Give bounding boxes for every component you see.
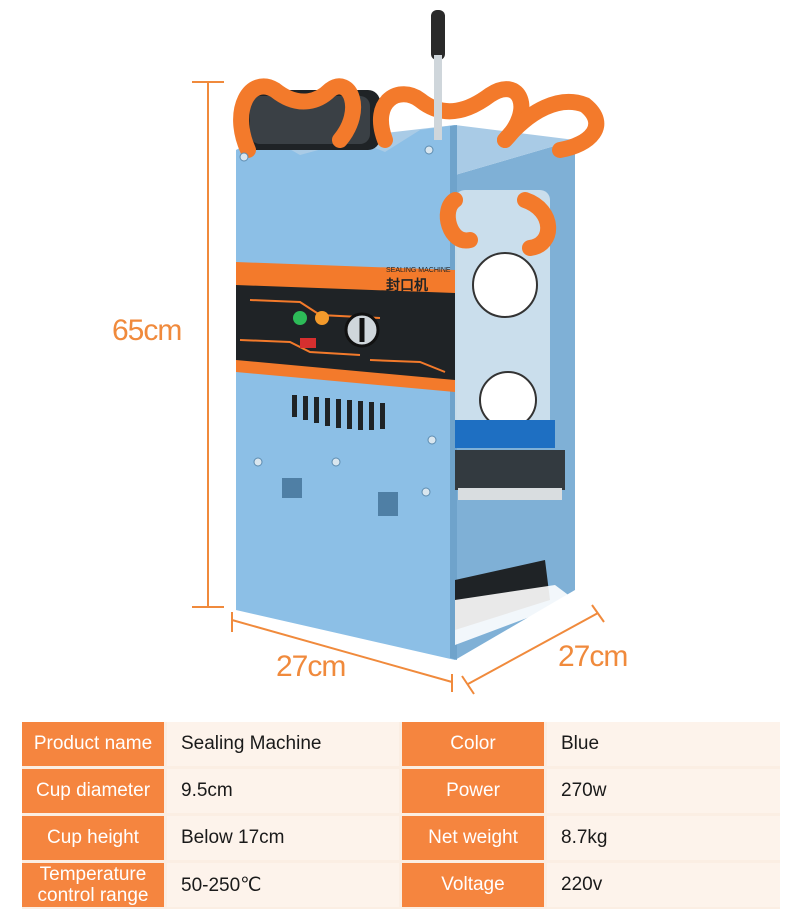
spec-row: Cup diameter 9.5cm Power 270w [22,769,780,813]
spec-row: Cup height Below 17cm Net weight 8.7kg [22,816,780,860]
spec-label: Product name [22,722,164,766]
spec-value: Blue [547,722,780,766]
spec-value: Below 17cm [167,816,399,860]
spec-value: 8.7kg [547,816,780,860]
spec-label: Cup diameter [22,769,164,813]
spec-table: Product name Sealing Machine Color Blue … [22,722,780,909]
panel-title-en: SEALING MACHINE [386,267,451,274]
spec-value: 9.5cm [167,769,399,813]
depth-dimension-label: 27cm [558,640,628,673]
spec-label: Voltage [402,863,544,907]
spec-label: Power [402,769,544,813]
panel-title-cn: 封口机 [386,277,428,294]
dimension-lines [192,81,605,695]
spec-label: Temperature control range [22,863,164,907]
spec-value: 270w [547,769,780,813]
spec-value: 220v [547,863,780,907]
spec-value: 50-250℃ [167,863,399,907]
spec-label: Cup height [22,816,164,860]
spec-row: Temperature control range 50-250℃ Voltag… [22,863,780,907]
machine-body [233,10,605,660]
spec-label: Color [402,722,544,766]
spec-label: Net weight [402,816,544,860]
spec-row: Product name Sealing Machine Color Blue [22,722,780,766]
height-dimension-label: 65cm [112,314,182,347]
product-illustration: SEALING MACHINE 封口机 65cm 27cm 27cm [112,10,628,695]
spec-value: Sealing Machine [167,722,399,766]
sealing-machine-drawing: SEALING MACHINE 封口机 [192,10,605,695]
width-dimension-label: 27cm [276,650,346,683]
